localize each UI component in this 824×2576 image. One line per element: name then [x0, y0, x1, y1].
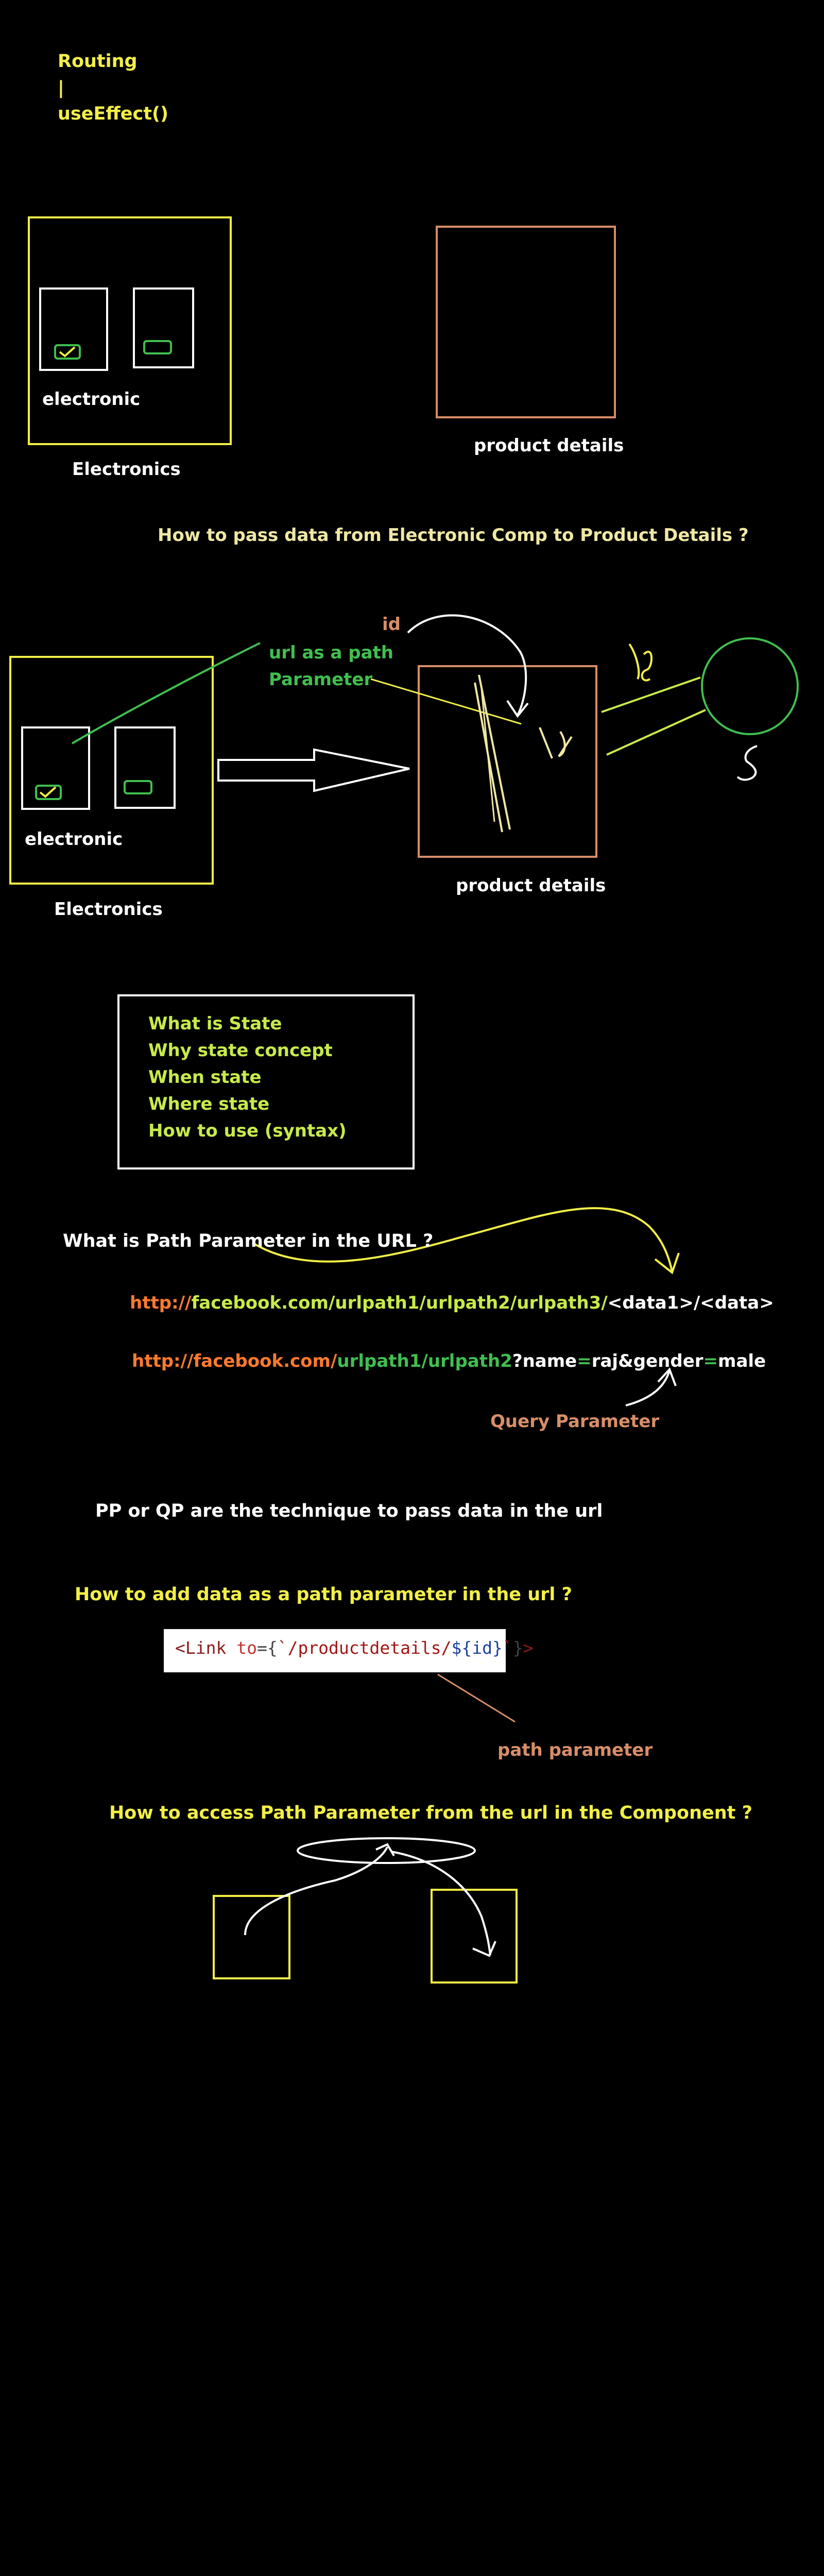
code-var: id [472, 1638, 492, 1658]
scribble-stroke-1 [478, 674, 511, 830]
url1-data: <data1>/<data> [607, 1293, 774, 1313]
state-topic-item: Where state [148, 1094, 270, 1114]
scribble-eight [628, 643, 653, 682]
url1-domain: facebook.com/ [191, 1293, 335, 1313]
scribble-five [736, 745, 758, 781]
url2-equals: = [703, 1351, 718, 1371]
arrow-head-icon [654, 1252, 680, 1275]
product-card-box-2b [114, 726, 176, 809]
url-path-note-line1: url as a path [269, 642, 394, 663]
arrow-head-icon [472, 1941, 496, 1957]
card-label-electronic-2: electronic [25, 829, 123, 850]
url-ellipse [297, 1837, 476, 1864]
query-param-arrow [625, 1370, 671, 1406]
connector-line-upper [601, 676, 701, 713]
link-code-snippet: <Link to={`/productdetails/${id}`}> [164, 1629, 533, 1672]
card-button-1 [143, 340, 172, 354]
product-details-label-2: product details [456, 875, 606, 896]
product-details-box-2 [418, 665, 597, 858]
url1-scheme: http:// [130, 1293, 192, 1313]
url2-scheme: http:// [132, 1351, 194, 1371]
code-brace-close: } [512, 1638, 523, 1658]
green-circle [701, 637, 799, 735]
code-string-end: ` [502, 1638, 513, 1658]
heading-useeffect: useEffect() [58, 104, 168, 124]
code-attr: to [226, 1638, 257, 1658]
component-box-right [431, 1889, 518, 1984]
path-param-curved-arrow [251, 1207, 673, 1272]
url-path-note-line2: Parameter [269, 669, 373, 690]
check-mark-icon [59, 346, 76, 358]
container-label-electronics-2: Electronics [54, 899, 163, 920]
url2-key-name: name [522, 1351, 577, 1371]
electronics-container-box-2 [9, 656, 214, 885]
arrow-right-icon [217, 748, 410, 792]
check-mark-icon [39, 786, 57, 798]
state-topics-box [117, 994, 415, 1170]
id-curved-arrow [407, 614, 527, 716]
url2-path: urlpath1/urlpath2 [337, 1351, 512, 1371]
id-note: id [382, 614, 401, 635]
code-brace-open: { [267, 1638, 278, 1658]
code-string-start: `/productdetails/ [277, 1638, 452, 1658]
url2-equals: = [577, 1351, 592, 1371]
url2-q-mark: ? [512, 1351, 523, 1371]
product-details-label-1: product details [474, 435, 624, 456]
technique-note: PP or QP are the technique to pass data … [95, 1501, 603, 1521]
path-param-question: What is Path Parameter in the URL ? [63, 1231, 434, 1251]
url-param-pointer-green-line [71, 642, 261, 744]
state-topic-item: What is State [148, 1013, 282, 1034]
component-box-left [213, 1895, 290, 1979]
heading-divider: | [58, 78, 64, 98]
state-topic-item: Why state concept [148, 1040, 333, 1061]
product-details-box-1 [436, 226, 616, 418]
connector-line-lower [606, 709, 706, 756]
url2-ampersand: & [618, 1351, 633, 1371]
electronics-container-box-1 [28, 216, 232, 445]
question-pass-data: How to pass data from Electronic Comp to… [158, 525, 749, 546]
scribble-id-mark [539, 727, 573, 759]
product-card-box-1a [39, 287, 108, 371]
product-card-box-2a [21, 726, 90, 810]
url2-domain: facebook.com/ [193, 1351, 337, 1371]
flow-arrow-in [244, 1846, 388, 1936]
code-tag-close: > [523, 1638, 534, 1658]
url-to-details-yellow-line [370, 678, 522, 725]
path-parameter-label: path parameter [497, 1740, 653, 1760]
code-tag-open: <Link [175, 1638, 227, 1658]
arrow-head-icon [506, 700, 529, 718]
state-topic-item: How to use (syntax) [148, 1121, 347, 1141]
card-button-checked-2 [35, 785, 62, 800]
state-topic-item: When state [148, 1067, 262, 1088]
path-param-pointer-line [437, 1673, 516, 1723]
url-path-param-example: http://facebook.com/urlpath1/urlpath2/ur… [130, 1294, 774, 1312]
url2-key-gender: gender [633, 1351, 703, 1371]
card-label-electronic-1: electronic [42, 389, 141, 410]
query-parameter-label: Query Parameter [490, 1411, 660, 1432]
product-card-box-1b [133, 287, 194, 368]
card-button-2 [124, 780, 152, 794]
container-label-electronics-1: Electronics [72, 459, 181, 480]
arrow-head-icon [657, 1367, 677, 1386]
code-eq: = [256, 1638, 267, 1658]
add-path-param-question: How to add data as a path parameter in t… [75, 1584, 572, 1605]
code-template-close: } [492, 1638, 503, 1658]
code-template-open: ${ [451, 1638, 472, 1658]
scribble-stroke-3 [480, 689, 495, 822]
url2-value-raj: raj [591, 1351, 619, 1371]
access-path-param-question: How to access Path Parameter from the ur… [109, 1803, 752, 1823]
url1-path: urlpath1/urlpath2/urlpath3/ [335, 1293, 608, 1313]
flow-arrow-out [391, 1851, 491, 1956]
url2-value-male: male [718, 1351, 766, 1371]
card-button-checked-1 [54, 344, 81, 360]
heading-routing: Routing [58, 51, 138, 72]
url-query-param-example: http://facebook.com/urlpath1/urlpath2?na… [132, 1352, 766, 1370]
